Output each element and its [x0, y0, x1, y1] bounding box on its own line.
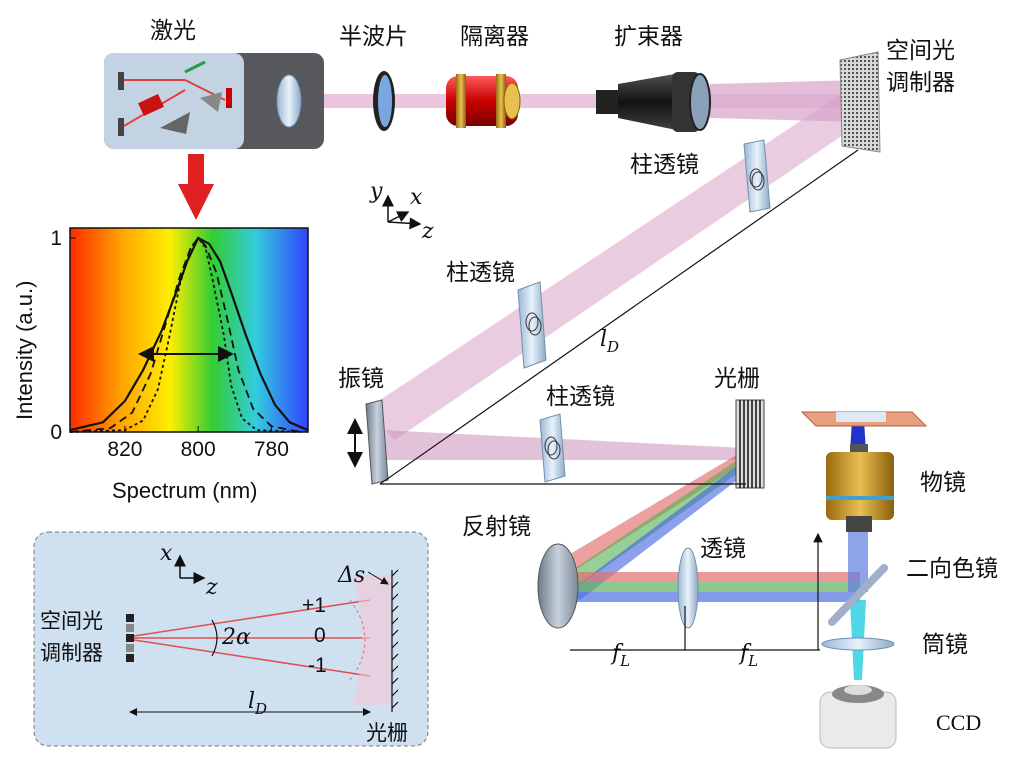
label-dichroic: 二向色镜 [906, 556, 998, 582]
laser-box [104, 53, 324, 149]
inset-grating [391, 569, 399, 712]
label-half-wave-plate: 半波片 [339, 24, 408, 50]
dist-fL-left-sub: L [619, 652, 630, 670]
inset-lD-l: l [248, 689, 255, 714]
inset-lD-sub: D [254, 700, 267, 718]
label-objective: 物镜 [920, 470, 966, 496]
chart-series-group [69, 236, 309, 433]
y-tick-label: 1 [50, 227, 62, 250]
axis-x-label: x [410, 185, 423, 210]
dist-lD-main-sub: D [606, 338, 619, 356]
ccd [819, 685, 897, 749]
dichroic-mirror [828, 564, 888, 626]
inset-slm-strip [126, 614, 134, 662]
label-beam-expander: 扩束器 [614, 24, 683, 50]
label-slm-line1: 空间光 [886, 38, 955, 64]
inset-angle: 2α [221, 625, 251, 650]
label-isolator: 隔离器 [460, 24, 529, 50]
inset-order-minus1: -1 [308, 654, 327, 677]
y-tick-label: 0 [50, 421, 62, 444]
label-laser: 激光 [150, 18, 196, 44]
objective [800, 411, 928, 532]
inset-lD: lD [248, 689, 267, 718]
lens [677, 547, 699, 629]
inset-axis-z: z [205, 575, 218, 600]
reflecting-mirror [537, 543, 579, 629]
dist-lD-main-l: l [600, 327, 607, 352]
x-tick-label: 800 [181, 438, 216, 461]
cyl-lens-3 [539, 413, 566, 483]
spectrum-rainbow-background [70, 228, 308, 432]
label-lens: 透镜 [700, 536, 746, 562]
inset-grating-label: 光栅 [366, 721, 408, 745]
grating [735, 399, 765, 489]
chart-ticks-group: 820 800 780 0 1 [50, 227, 289, 461]
beam-expander [596, 72, 711, 132]
dimension-lines [379, 149, 859, 651]
chart-xlabel: Spectrum (nm) [112, 478, 257, 503]
inset-slm-line1: 空间光 [40, 609, 103, 633]
spectrum-series-dashed [69, 236, 301, 433]
inset-delta-s: Δs [337, 563, 365, 588]
chart-frame [69, 227, 309, 433]
label-tube-lens: 筒镜 [922, 632, 968, 658]
cyl-lens-2 [517, 281, 547, 369]
label-galvo: 振镜 [338, 366, 384, 392]
spectrum-chart: 820 800 780 0 1 Spectrum (nm) Intensity (a.u… [12, 227, 309, 503]
label-mirror: 反射镜 [462, 514, 531, 540]
label-cyl-lens-3: 柱透镜 [546, 384, 615, 410]
spectrum-series-solid [69, 236, 309, 432]
chart-ylabel: Intensity (a.u.) [12, 281, 37, 420]
dist-lD-main: lD [600, 327, 619, 356]
label-grating: 光栅 [714, 366, 760, 392]
inset-order-plus1: +1 [302, 594, 326, 617]
label-slm-line2: 调制器 [886, 70, 955, 96]
label-cyl-lens-2: 柱透镜 [446, 260, 515, 286]
x-tick-label: 780 [254, 438, 289, 461]
label-cyl-lens-1: 柱透镜 [630, 152, 699, 178]
inset-panel: x z 空间光 调制器 +1 [33, 531, 429, 747]
inset-order-0: 0 [314, 624, 326, 647]
inset-axis-x: x [160, 541, 173, 566]
label-ccd: CCD [936, 710, 981, 735]
coordinate-axes: y x z [369, 179, 434, 244]
isolator [446, 74, 521, 128]
dist-fL-right: fL [738, 641, 758, 670]
slm [839, 51, 881, 153]
half-wave-plate [373, 71, 395, 131]
x-tick-label: 820 [107, 438, 142, 461]
axis-z-label: z [421, 219, 434, 244]
galvo-mirror [347, 399, 389, 485]
tube-lens [821, 637, 895, 651]
down-arrow-icon [178, 154, 214, 220]
axis-y-label: y [369, 179, 383, 204]
cyl-lens-1 [743, 139, 771, 213]
dist-fL-left: fL [610, 641, 630, 670]
dist-fL-right-sub: L [747, 652, 758, 670]
inset-slm-line2: 调制器 [40, 641, 103, 665]
